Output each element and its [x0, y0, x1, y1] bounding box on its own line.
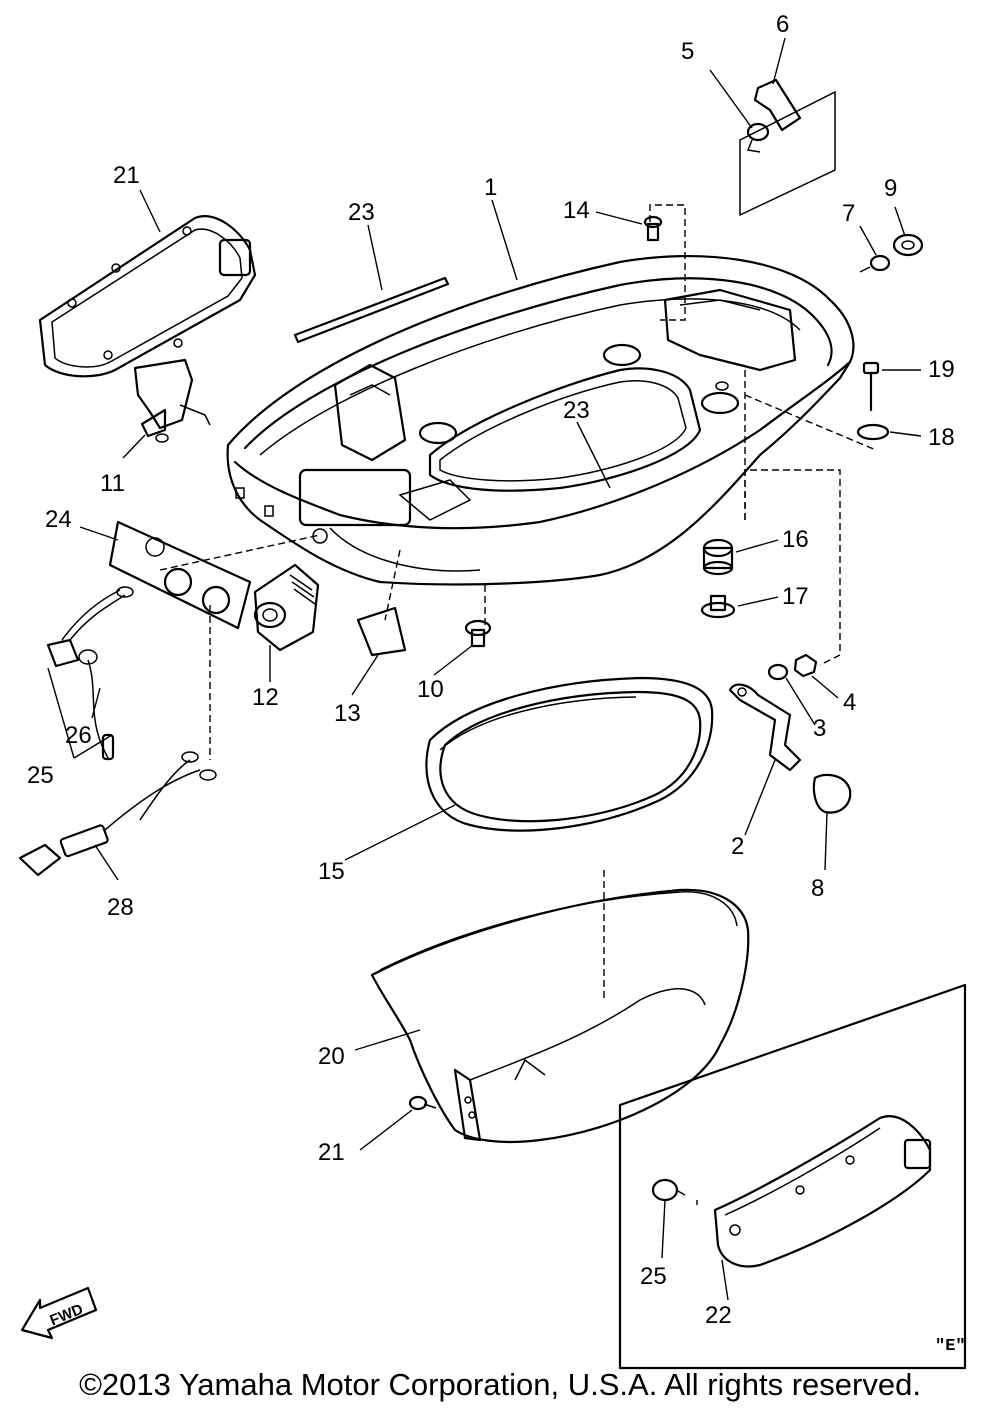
callout-19: 19 [928, 356, 955, 383]
callout-13: 13 [334, 700, 361, 727]
callout-23-mid: 23 [563, 397, 590, 424]
bracket-part-2 [728, 683, 802, 772]
callout-1: 1 [484, 174, 497, 201]
callout-22-top: 21 [113, 162, 140, 189]
inset-mark-e: "E" [935, 1337, 966, 1356]
callout-26: 25 [27, 762, 54, 789]
callout-8: 8 [811, 875, 824, 902]
fwd-arrow-icon: FWD [20, 1286, 98, 1340]
callout-9: 9 [884, 175, 897, 202]
callout-12: 12 [252, 684, 279, 711]
callout-18: 18 [928, 424, 955, 451]
nut-part-9 [892, 233, 924, 257]
callout-16: 16 [782, 526, 809, 553]
callout-21: 21 [318, 1139, 345, 1166]
seal-strip-part-23 [293, 276, 450, 344]
callout-7: 7 [842, 200, 855, 227]
lanyard-part-27 [78, 649, 115, 761]
grommet-part-16 [702, 538, 734, 576]
collar-part-17 [700, 594, 736, 619]
screw-part-10 [464, 619, 492, 648]
callout-3: 3 [813, 715, 826, 742]
bottom-cowling [226, 255, 855, 586]
callout-20: 20 [318, 1043, 345, 1070]
callout-25: 25 [640, 1263, 667, 1290]
grommet-part-12 [253, 563, 320, 652]
label-plate-part-24 [108, 520, 252, 630]
callout-2: 2 [731, 833, 744, 860]
callout-14: 14 [563, 197, 590, 224]
callout-24: 24 [45, 506, 72, 533]
callout-11: 11 [100, 470, 125, 497]
copyright-notice: ©2013 Yamaha Motor Corporation, U.S.A. A… [79, 1367, 921, 1402]
screw-part-5 [746, 122, 770, 153]
cap-part-8 [812, 773, 852, 814]
cap-part-13 [356, 606, 407, 657]
callout-5: 5 [681, 38, 694, 65]
callout-27: 26 [65, 722, 92, 749]
screw-part-21 [408, 1095, 437, 1111]
bolt-part-7 [859, 254, 891, 273]
callout-6: 6 [776, 11, 789, 38]
callout-28: 28 [107, 894, 134, 921]
lower-cover-part-20 [370, 888, 750, 1144]
switch-part-26 [46, 586, 134, 668]
leader-lines [47, 37, 922, 1301]
bolt-part-14 [643, 215, 663, 242]
clip-part-6 [753, 78, 802, 132]
callout-10: 10 [417, 676, 444, 703]
washer-part-3 [767, 663, 789, 681]
bolt-part-19 [862, 361, 880, 412]
dashed-alignment-lines [159, 204, 877, 1205]
bracket-part-11 [133, 358, 211, 443]
inset-box-6 [739, 90, 836, 217]
callout-22-inset: 22 [705, 1302, 732, 1329]
side-cover-part-22 [38, 215, 257, 378]
callout-17: 17 [782, 583, 809, 610]
callout-23-top: 23 [348, 199, 375, 226]
callout-4: 4 [843, 689, 856, 716]
callout-15: 15 [318, 858, 345, 885]
nut-part-4 [793, 653, 818, 678]
callout-labels: 21 23 1 14 5 6 7 9 19 18 23 11 24 16 17 … [27, 11, 966, 1356]
seal-part-15 [425, 676, 714, 832]
inset-variant-e [618, 983, 967, 1370]
washer-part-18 [856, 423, 890, 441]
switch-part-28 [18, 751, 217, 877]
fwd-label: FWD [48, 1301, 86, 1330]
